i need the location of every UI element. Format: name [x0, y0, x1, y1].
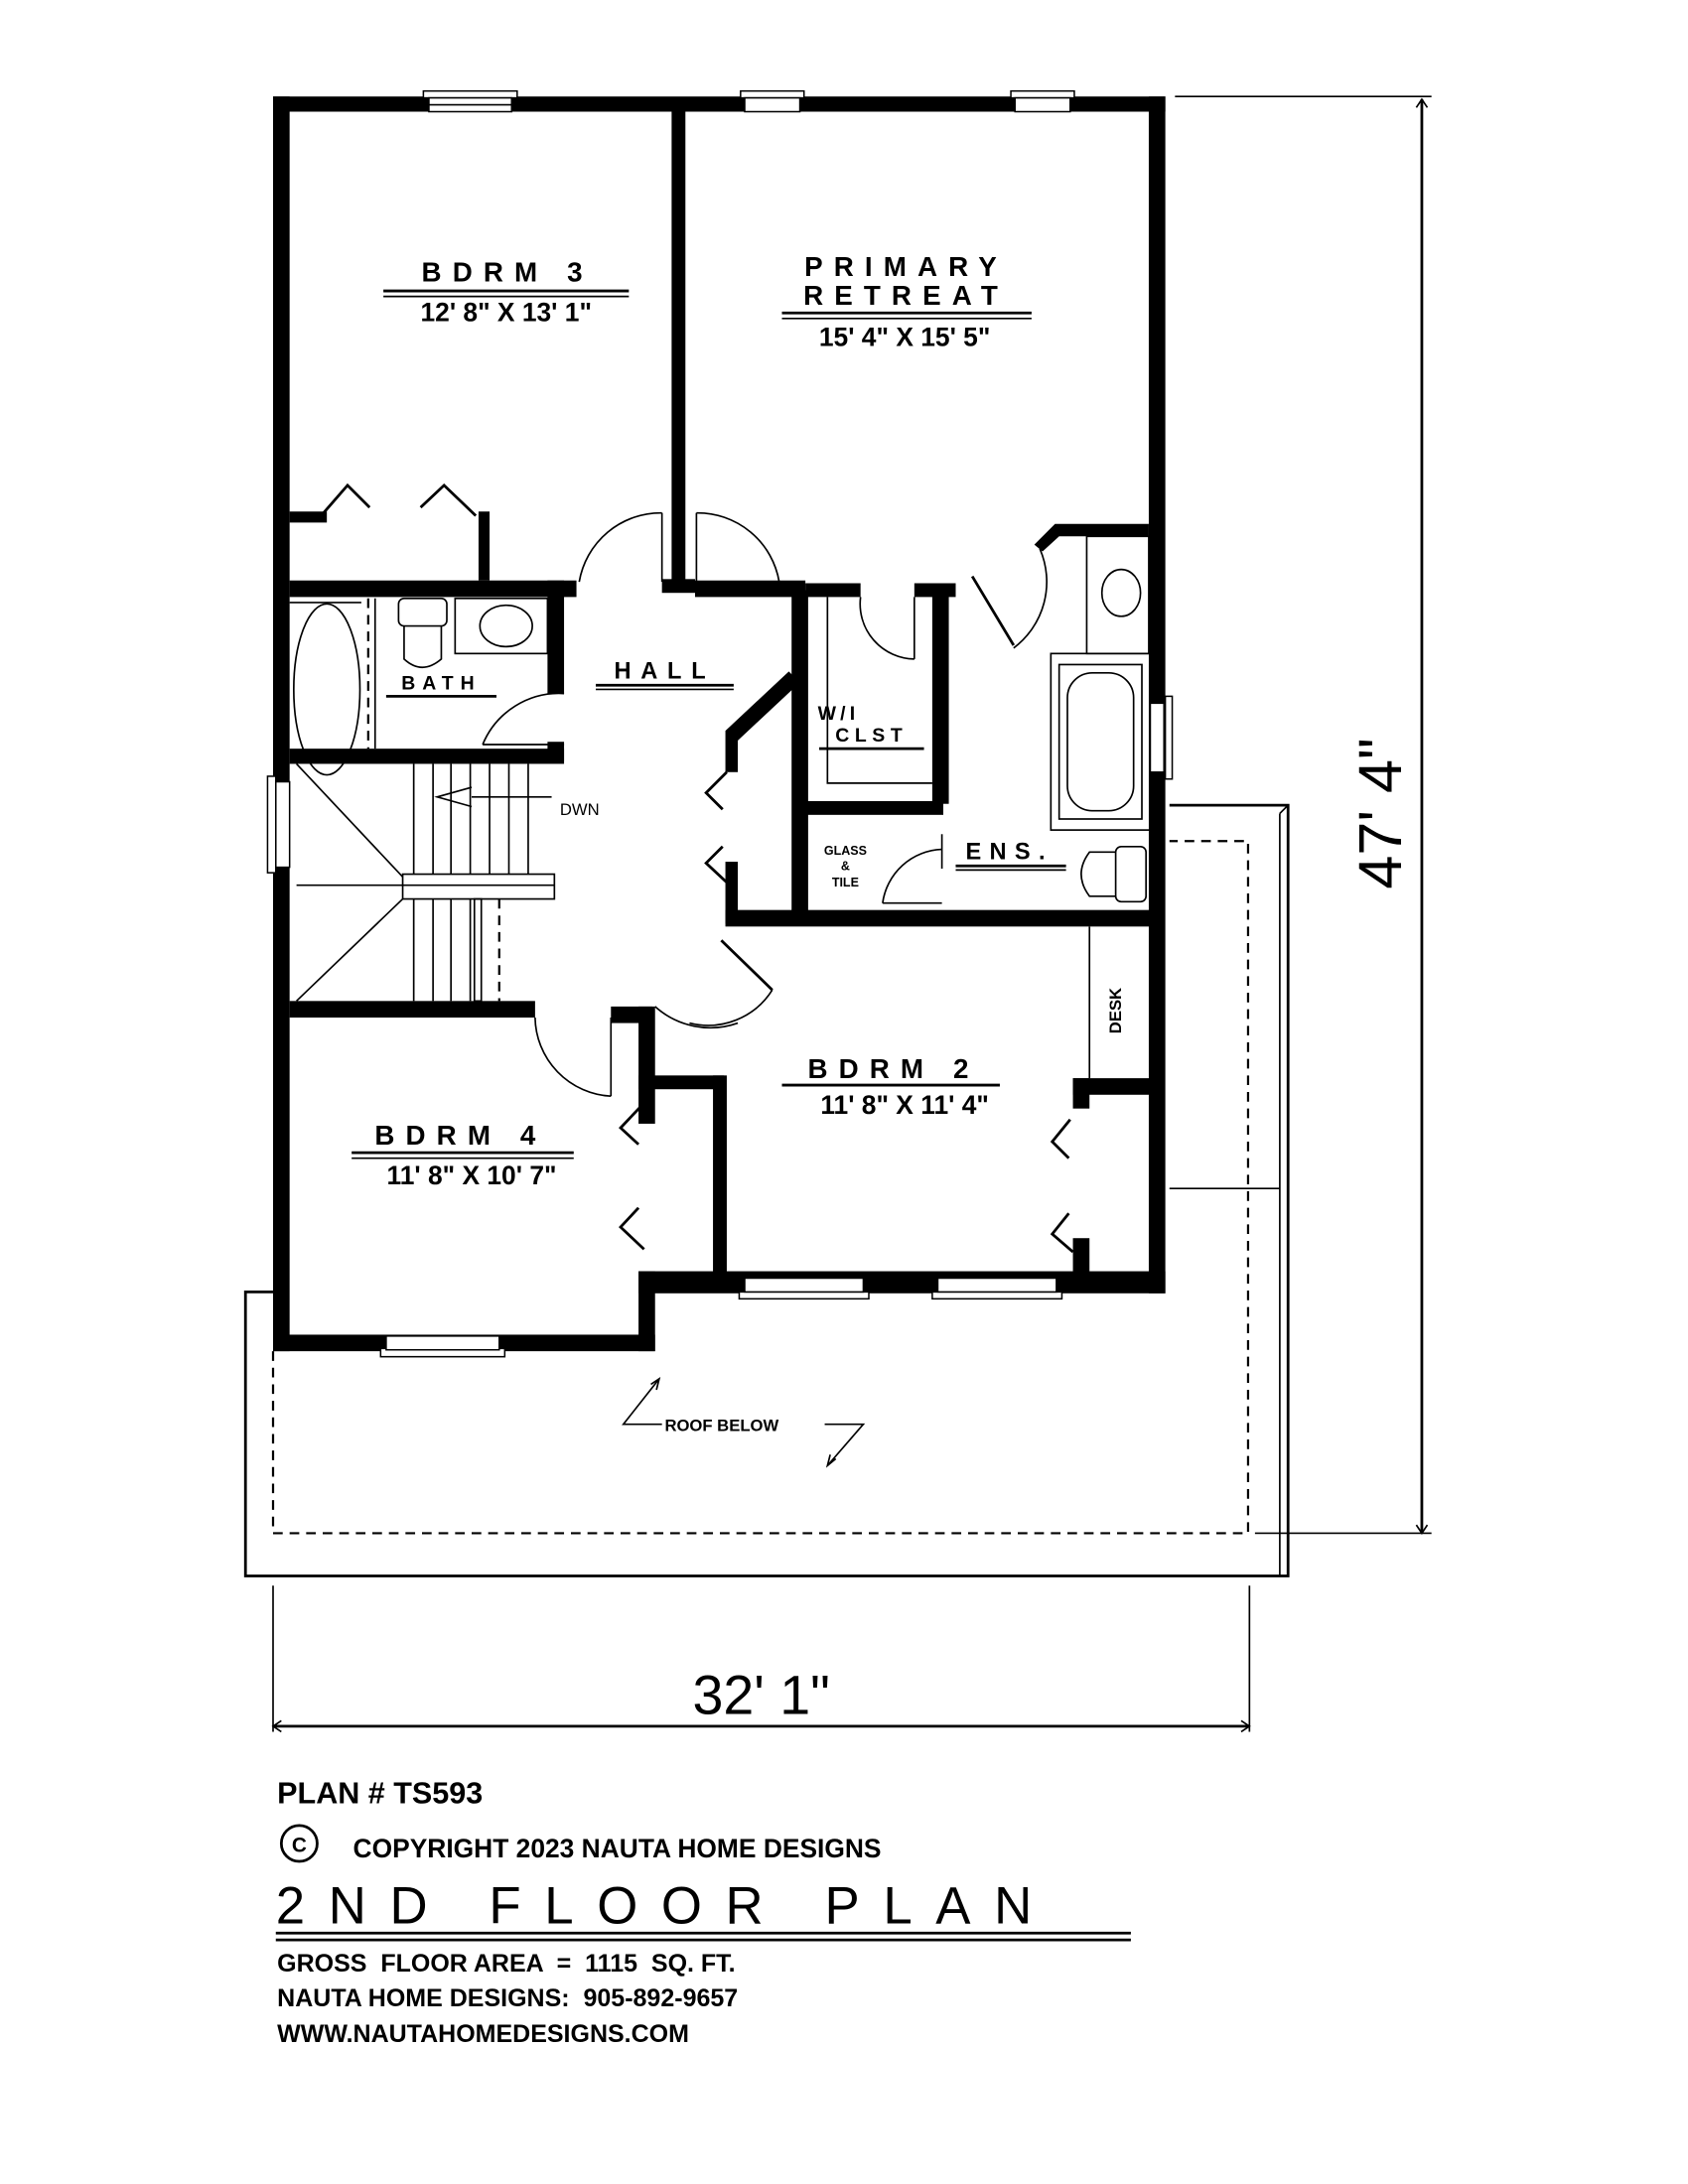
room-name-primary-line1: PRIMARY	[804, 251, 1008, 282]
company-phone: NAUTA HOME DESIGNS: 905-892-9657	[277, 1984, 738, 2012]
glass-tile-line2: &	[841, 859, 850, 873]
plan-number: PLAN # TS593	[277, 1777, 483, 1811]
gross-floor-area: GROSS FLOOR AREA = 1115 SQ. FT.	[277, 1950, 735, 1978]
closet-bifold-doors	[319, 482, 1074, 1254]
stairs	[296, 762, 556, 1003]
room-size-primary: 15' 4" X 15' 5"	[819, 323, 990, 352]
company-website: WWW.NAUTAHOMEDESIGNS.COM	[277, 2020, 689, 2048]
copyright-symbol: C	[292, 1834, 307, 1856]
room-name-wic-line2: CLST	[835, 725, 908, 747]
built-ins	[826, 597, 1091, 1079]
roof-outline	[243, 803, 1290, 1577]
dimension-lines: 47' 4" 32' 1"	[271, 95, 1432, 1733]
room-labels: BDRM 3 12' 8" X 13' 1" PRIMARY RETREAT 1…	[352, 251, 1125, 1468]
room-size-bdrm3: 12' 8" X 13' 1"	[420, 298, 591, 328]
stairs-down-label: DWN	[560, 800, 600, 819]
title-block: PLAN # TS593 C COPYRIGHT 2023 NAUTA HOME…	[276, 1777, 1131, 2048]
depth-dimension: 47' 4"	[1346, 738, 1414, 888]
glass-tile-line3: TILE	[832, 876, 859, 889]
room-name-bath: BATH	[401, 672, 481, 694]
desk-label: DESK	[1106, 988, 1125, 1033]
room-name-hall: HALL	[615, 658, 716, 684]
drawing-title: 2ND FLOOR PLAN	[276, 1876, 1055, 1935]
roof-below-label: ROOF BELOW	[664, 1417, 778, 1435]
bath-fixtures	[289, 535, 1152, 903]
glass-tile-line1: GLASS	[824, 844, 867, 858]
width-dimension: 32' 1"	[692, 1664, 829, 1725]
copyright-notice: COPYRIGHT 2023 NAUTA HOME DESIGNS	[353, 1834, 882, 1863]
room-name-bdrm3: BDRM 3	[422, 256, 594, 287]
room-name-ensuite: ENS.	[965, 839, 1053, 865]
windows	[266, 89, 1174, 1358]
interior-walls	[289, 111, 1154, 1280]
room-size-bdrm2: 11' 8" X 11' 4"	[820, 1090, 989, 1120]
room-name-primary-line2: RETREAT	[803, 280, 1009, 311]
room-name-wic-line1: W/I	[818, 703, 860, 725]
room-size-bdrm4: 11' 8" X 10' 7"	[386, 1160, 556, 1190]
room-name-bdrm4: BDRM 4	[374, 1120, 546, 1151]
doors	[482, 511, 1048, 1097]
room-name-bdrm2: BDRM 2	[807, 1053, 979, 1084]
